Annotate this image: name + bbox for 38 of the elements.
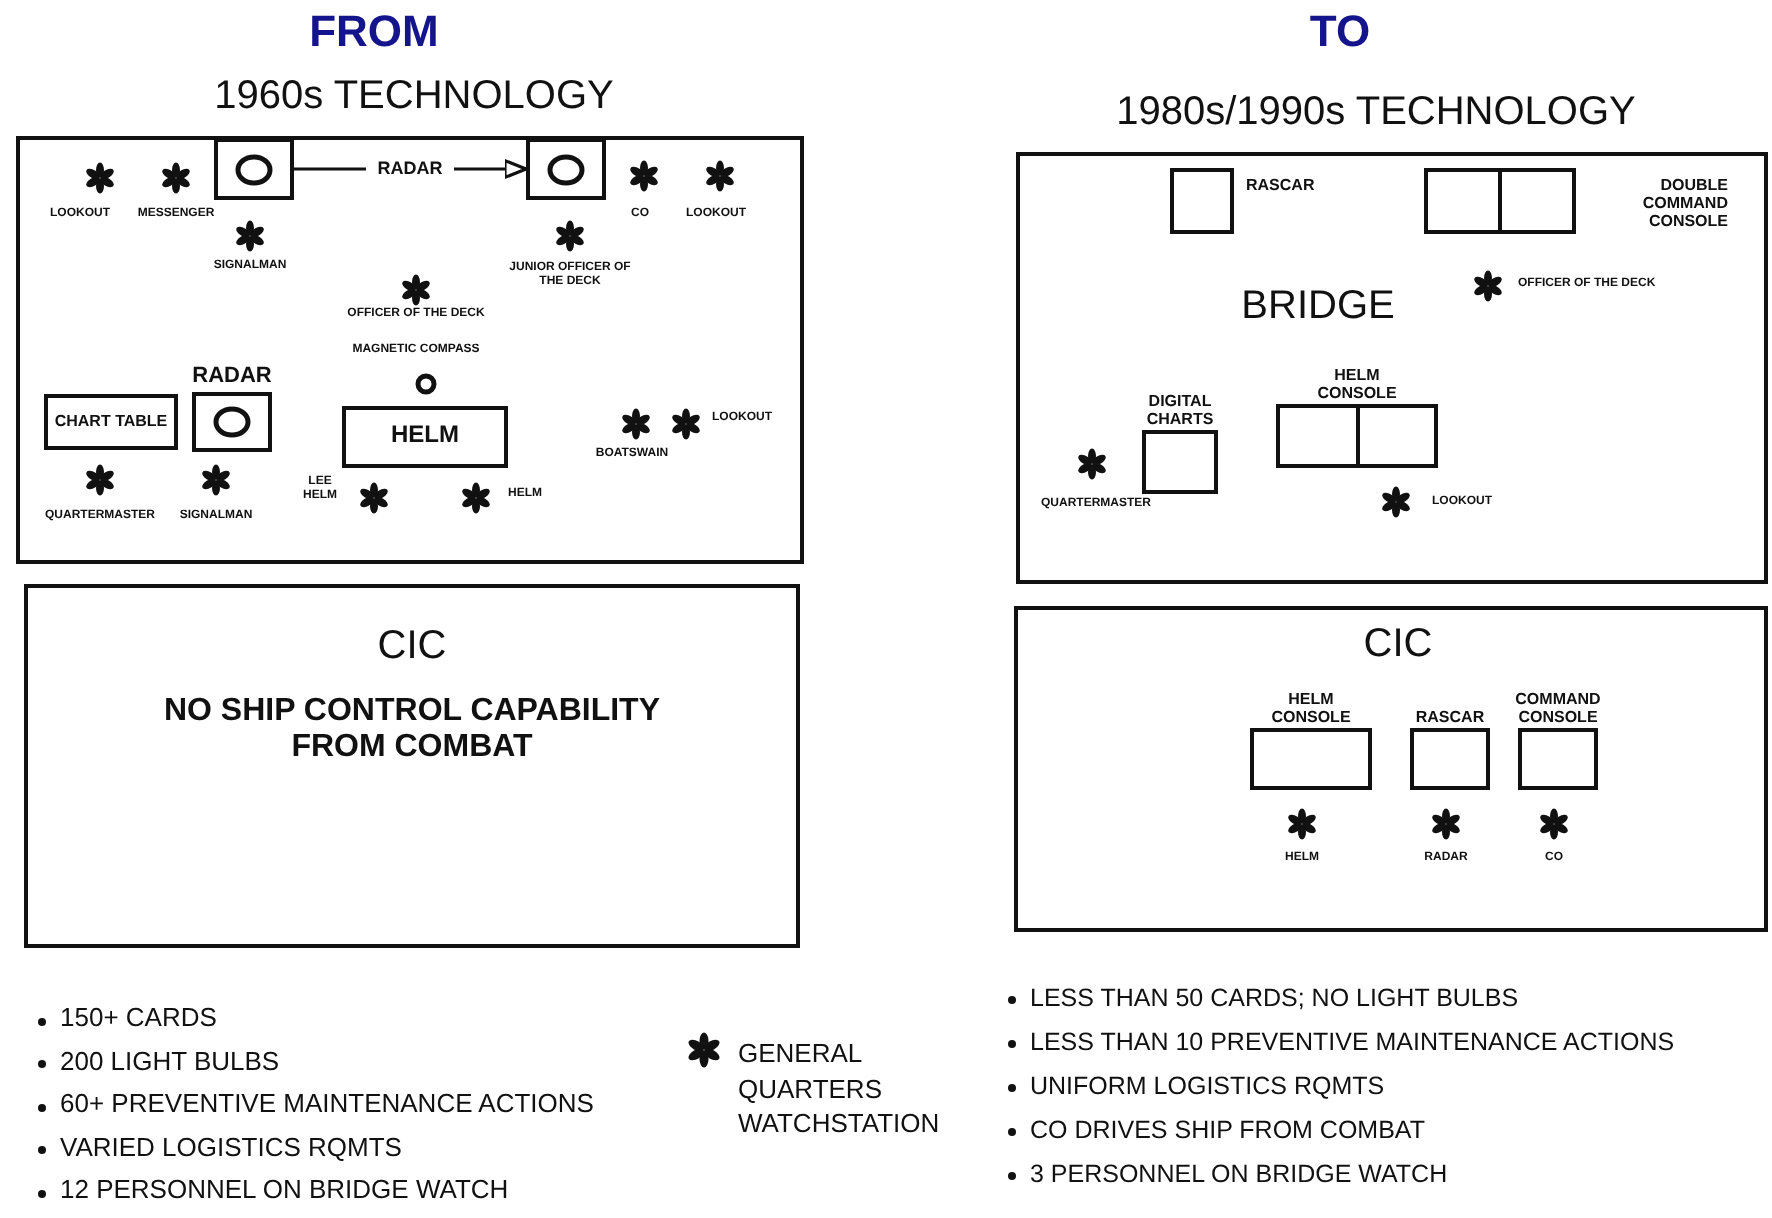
console-label: DOUBLE COMMAND CONSOLE (1640, 176, 1728, 232)
column-heading: FROM (307, 6, 441, 57)
bullet-item: 3 PERSONNEL ON BRIDGE WATCH (1030, 1160, 1448, 1189)
console-label: HELM CONSOLE (1315, 365, 1399, 402)
bullet-item: CO DRIVES SHIP FROM COMBAT (1030, 1116, 1425, 1145)
section-heading: 1960s TECHNOLOGY (212, 74, 616, 120)
column-heading: TO (1307, 6, 1373, 57)
bullet-item: LESS THAN 10 PREVENTIVE MAINTENANCE ACTIONS (1030, 1028, 1675, 1057)
radar-console (214, 138, 294, 200)
cic-panel (24, 584, 800, 948)
bullet-item: UNIFORM LOGISTICS RQMTS (1030, 1072, 1385, 1101)
legend-label: GENERAL QUARTERS WATCHSTATION (738, 1036, 942, 1142)
bullet-item: 12 PERSONNEL ON BRIDGE WATCH (60, 1176, 509, 1206)
bullet-item: 150+ CARDS (60, 1004, 217, 1034)
bullet-item: VARIED LOGISTICS RQMTS (60, 1133, 402, 1163)
section-heading: 1980s/1990s TECHNOLOGY (1114, 90, 1638, 136)
console-label: RADAR (190, 364, 274, 390)
console-label: HELM (389, 422, 461, 451)
console-label: HELM CONSOLE (1269, 689, 1353, 726)
bullet-item: 60+ PREVENTIVE MAINTENANCE ACTIONS (60, 1090, 594, 1120)
bridge-panel (1016, 152, 1768, 584)
panel-heading: BRIDGE (1239, 284, 1397, 330)
chart-table (44, 394, 178, 450)
panel-text: NO SHIP CONTROL CAPABILITY FROM COMBAT (161, 694, 662, 768)
console-label: DIGITAL CHARTS (1144, 391, 1216, 428)
bridge-panel (16, 136, 804, 564)
console-label: RASCAR (1413, 707, 1487, 726)
edge-label: RADAR (366, 157, 454, 178)
helm-console (342, 406, 508, 468)
console-label: CHART TABLE (52, 412, 170, 431)
console-label: COMMAND CONSOLE (1513, 689, 1603, 726)
panel-heading: CIC (375, 624, 449, 670)
radar-console (526, 138, 606, 200)
bullet-item: LESS THAN 50 CARDS; NO LIGHT BULBS (1030, 984, 1519, 1013)
console-label: RASCAR (1246, 176, 1317, 195)
panel-heading: CIC (1361, 622, 1435, 668)
bullet-item: 200 LIGHT BULBS (60, 1047, 280, 1077)
cic-panel (1014, 606, 1768, 932)
